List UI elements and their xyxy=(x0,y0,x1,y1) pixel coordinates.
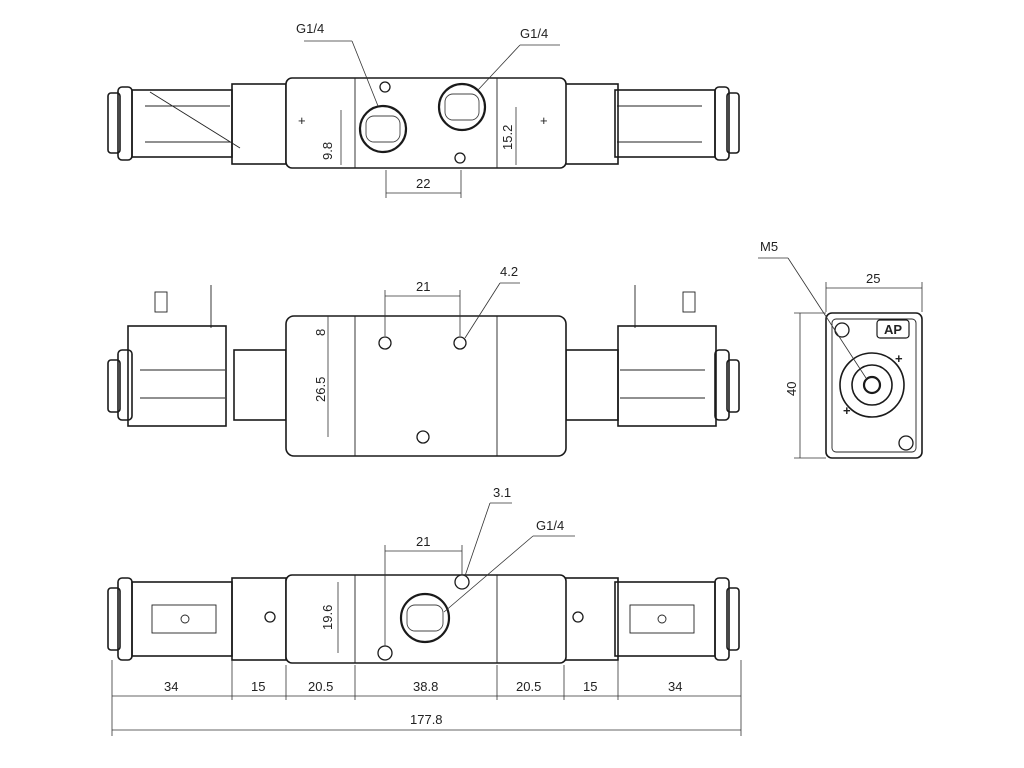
bottom-dim-6: 34 xyxy=(668,679,682,694)
top-left-coil xyxy=(231,83,287,165)
svg-text:+: + xyxy=(298,113,306,128)
bot-port xyxy=(399,592,451,644)
bottom-dim-0: 34 xyxy=(164,679,178,694)
top-dim-15-2: 15.2 xyxy=(500,125,515,150)
mid-valve-body xyxy=(285,315,567,457)
mid-left-coil xyxy=(127,325,227,427)
bottom-dim-5: 15 xyxy=(583,679,597,694)
overall-length: 177.8 xyxy=(410,712,443,727)
top-valve-body xyxy=(285,77,567,169)
mid-dim-8: 8 xyxy=(313,329,328,336)
top-dim-22: 22 xyxy=(416,176,430,191)
side-view: AP + + M5 25 40 xyxy=(758,239,923,459)
svg-text:+: + xyxy=(540,113,548,128)
side-m5-label: M5 xyxy=(760,239,778,254)
top-port-label-right: G1/4 xyxy=(520,26,548,41)
side-manual-override xyxy=(839,352,905,418)
svg-text:+: + xyxy=(895,351,903,366)
bottom-view: 3.1 21 G1/4 19.6 34 15 20.5 38.8 20.5 15… xyxy=(107,485,742,736)
top-right-coil xyxy=(563,83,619,165)
mid-dim-4-2: 4.2 xyxy=(500,264,518,279)
bottom-dim-1: 15 xyxy=(251,679,265,694)
top-view: + + G1/4 G1/4 9.8 15.2 22 xyxy=(107,21,740,198)
mid-right-coil xyxy=(617,325,717,427)
bot-dim-3-1: 3.1 xyxy=(493,485,511,500)
middle-view: 21 4.2 8 26.5 xyxy=(107,264,740,457)
bot-left-coil xyxy=(131,581,233,657)
bot-dim-19-6: 19.6 xyxy=(320,605,335,630)
side-logo-text: AP xyxy=(884,322,902,337)
top-port-right xyxy=(437,82,487,132)
chain-dimensions: 34 15 20.5 38.8 20.5 15 34 177.8 xyxy=(111,660,742,736)
top-port-left xyxy=(358,104,408,154)
top-dim-9-8: 9.8 xyxy=(320,142,335,160)
side-logo-badge xyxy=(876,319,910,339)
mid-dim-21: 21 xyxy=(416,279,430,294)
side-dim-25: 25 xyxy=(866,271,880,286)
bot-right-coil xyxy=(614,581,716,657)
bottom-dim-2: 20.5 xyxy=(308,679,333,694)
bot-port-label: G1/4 xyxy=(536,518,564,533)
top-port-label-left: G1/4 xyxy=(296,21,324,36)
bottom-dim-3: 38.8 xyxy=(413,679,438,694)
side-dim-40: 40 xyxy=(784,382,799,396)
bottom-dim-4: 20.5 xyxy=(516,679,541,694)
svg-text:+: + xyxy=(843,403,851,418)
mid-dim-26-5: 26.5 xyxy=(313,377,328,402)
bot-dim-21: 21 xyxy=(416,534,430,549)
